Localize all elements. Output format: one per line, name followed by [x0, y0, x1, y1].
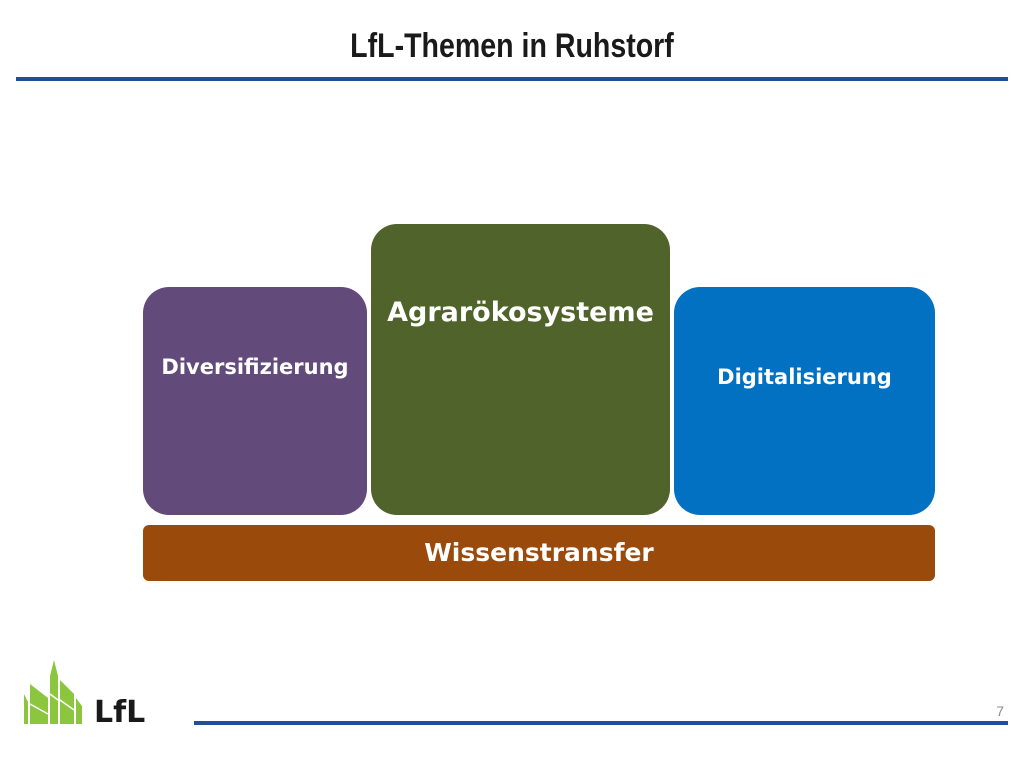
box-digitalisierung: Digitalisierung — [674, 287, 935, 515]
box-diversifizierung-label: Diversifizierung — [161, 355, 349, 379]
lfl-leaf-logo: LfL — [24, 660, 145, 730]
footer-rule — [194, 721, 1008, 725]
box-digitalisierung-label: Digitalisierung — [717, 365, 892, 389]
box-diversifizierung: Diversifizierung — [143, 287, 367, 515]
foundation-bar-label: Wissenstransfer — [424, 538, 654, 567]
slide-title: LfL-Themen in Ruhstorf — [350, 27, 674, 65]
box-agraroekosysteme-label: Agrarökosysteme — [387, 297, 654, 328]
box-agraroekosysteme: Agrarökosysteme — [371, 224, 670, 515]
page-number: 7 — [996, 703, 1004, 719]
foundation-bar-wissenstransfer: Wissenstransfer — [143, 525, 935, 581]
title-underline — [16, 77, 1008, 81]
logo-wordmark: LfL — [94, 695, 145, 730]
leaf-icon — [24, 660, 82, 724]
